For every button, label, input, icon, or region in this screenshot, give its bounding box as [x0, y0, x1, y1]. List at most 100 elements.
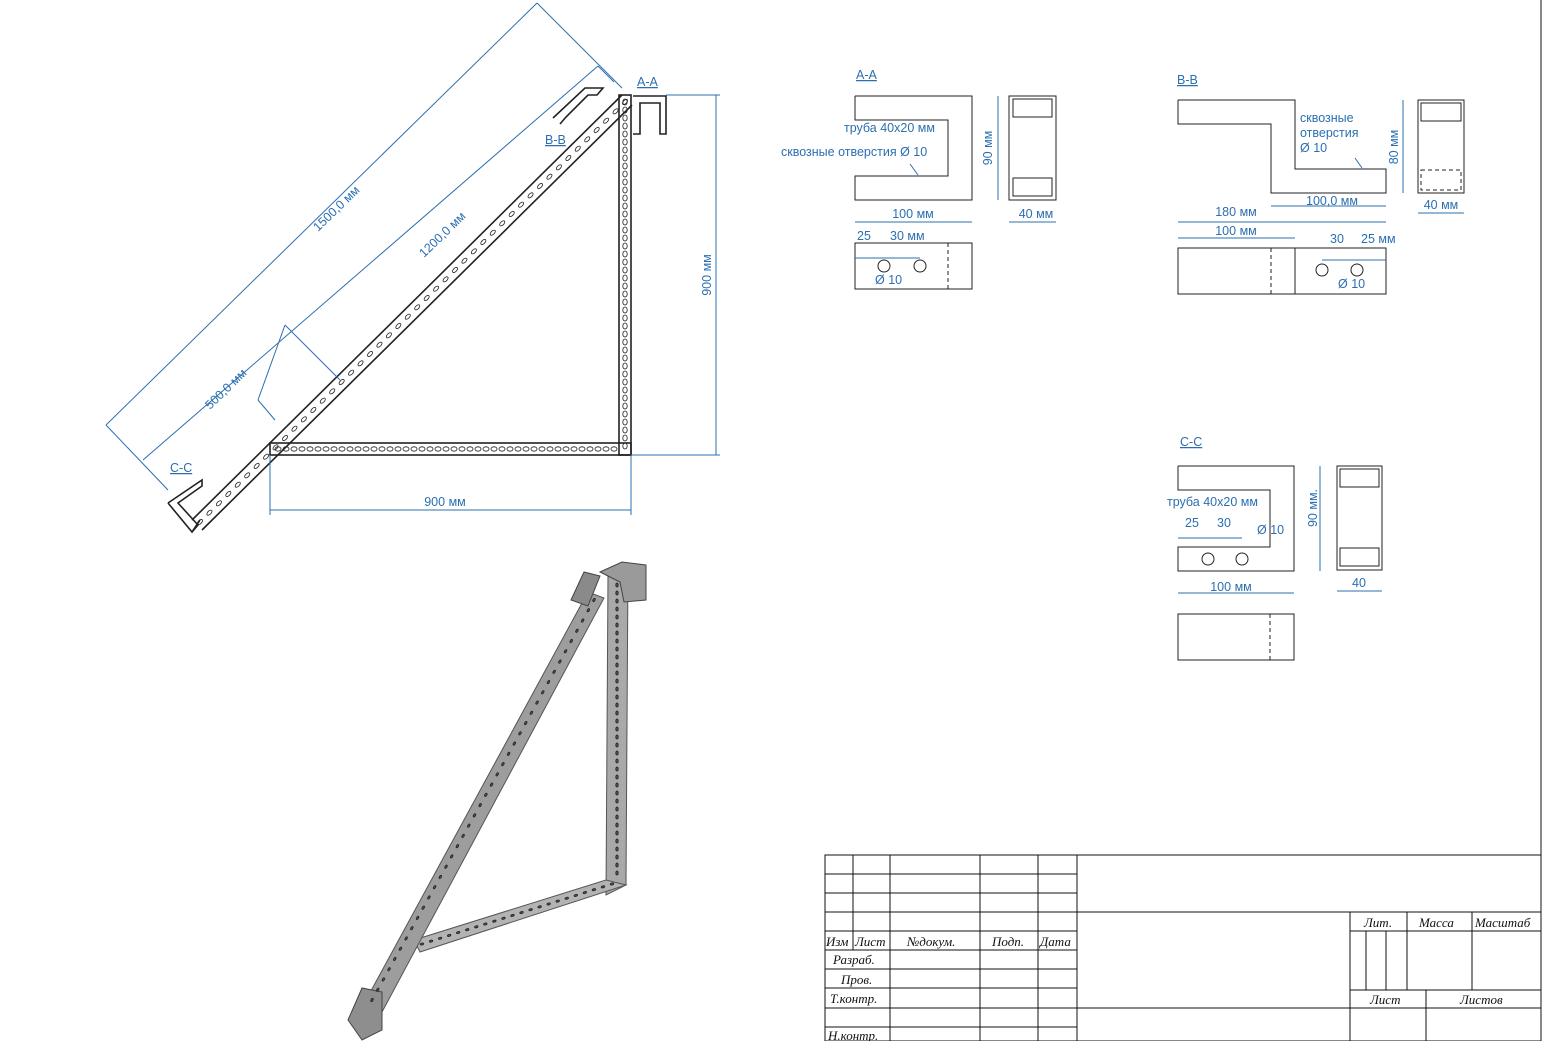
perforation-hole: [404, 936, 408, 941]
perforation-hole: [527, 192, 534, 199]
perforation-hole: [622, 426, 628, 434]
perforation-hole: [386, 446, 394, 452]
perforation-hole: [615, 806, 619, 812]
stamp-lit: Лит.: [1363, 915, 1392, 930]
perforation-hole: [446, 933, 452, 937]
perforation-hole: [474, 446, 482, 452]
perforation-hole: [622, 322, 628, 330]
perforation-hole: [322, 446, 330, 452]
perforation-hole: [442, 446, 450, 452]
perforation-hole: [622, 122, 628, 130]
label-bb: В-В: [545, 133, 566, 147]
bb-dim-100-top: 100,0 мм: [1306, 194, 1358, 208]
dim-line-500: [257, 324, 286, 401]
perforation-hole: [458, 446, 466, 452]
perforation-hole: [615, 790, 619, 796]
perforation-hole: [622, 106, 628, 114]
perforation-hole: [615, 814, 619, 820]
cc-dim-width: 100 мм: [1210, 580, 1252, 594]
perforation-hole: [584, 136, 591, 143]
dim-1500-label: 1500,0 мм: [310, 183, 362, 234]
perforation-hole: [419, 942, 425, 946]
perforation-hole: [510, 913, 515, 917]
perforation-hole: [418, 446, 426, 452]
perforation-hole: [456, 931, 461, 935]
perforation-hole: [433, 285, 440, 292]
bb-dim-hole: Ø 10: [1338, 277, 1365, 291]
perforation-hole: [522, 446, 530, 452]
perforation-hole: [537, 905, 542, 909]
aa-dim-height: 90 мм: [981, 131, 995, 166]
cc-dim-height: 90 мм.: [1306, 489, 1320, 527]
perforation-hole: [514, 446, 522, 452]
dim-line-1500: [105, 2, 538, 426]
perforation-hole: [622, 362, 628, 370]
iso-perforation: [370, 582, 619, 1003]
perforation-hole: [330, 446, 338, 452]
perforation-hole: [592, 597, 596, 603]
perforation-hole: [290, 446, 298, 452]
section-cc: С-С труба 40х20 мм 25 30 Ø 10 90 мм. 100…: [1167, 435, 1383, 661]
stamp-izm: Изм: [825, 934, 848, 949]
perforation-hole: [610, 446, 618, 452]
iso-bracket-bb: [570, 571, 601, 607]
perforation-hole: [490, 446, 498, 452]
stamp-signature: Подп.: [991, 934, 1024, 949]
perforation-hole: [594, 446, 602, 452]
bb-dim-100-bottom: 100 мм: [1215, 224, 1257, 238]
perforation-hole: [394, 446, 402, 452]
perforation-hole: [253, 463, 260, 469]
perforation-hole: [427, 895, 431, 900]
bb-dim-25: 25 мм: [1361, 232, 1396, 246]
perforation-hole: [615, 742, 619, 748]
perforation-hole: [538, 446, 546, 452]
perforation-hole: [615, 718, 619, 724]
perforation-hole: [404, 313, 411, 320]
aa-tube-end: [1008, 95, 1057, 201]
perforation-hole: [615, 638, 619, 644]
stamp-tech-control: Т.контр.: [830, 991, 877, 1006]
cc-profile: [1177, 465, 1295, 572]
aa-dim-25: 25: [857, 229, 871, 243]
perforation-hole: [622, 434, 628, 442]
perforation-hole: [552, 669, 556, 674]
perforation-hole: [546, 173, 553, 180]
perforation-hole: [329, 388, 336, 395]
perforation-hole: [615, 654, 619, 660]
perforation-hole: [474, 925, 479, 929]
perforation-hole: [530, 446, 538, 452]
dim-line-1200: [142, 65, 599, 461]
perforation-hole: [398, 946, 403, 951]
cc-bottom-view: [1177, 613, 1295, 661]
perforation-hole: [615, 766, 619, 772]
diagonal-perforation: [197, 99, 628, 525]
perforation-hole: [338, 446, 346, 452]
perforation-hole: [498, 446, 506, 452]
perforation-hole: [622, 162, 628, 170]
horizontal-perforation: [274, 446, 618, 452]
dim-500-label: 500,0 мм: [202, 366, 249, 412]
perforation-hole: [452, 267, 458, 273]
perforation-hole: [622, 146, 628, 154]
perforation-hole: [622, 370, 628, 378]
perforation-hole: [615, 854, 619, 860]
label-cc: С-С: [170, 461, 192, 475]
perforation-hole: [609, 882, 615, 886]
perforation-hole: [450, 854, 454, 859]
perforation-hole: [501, 762, 505, 767]
perforation-hole: [615, 646, 619, 652]
perforation-hole: [438, 874, 442, 879]
perforation-hole: [244, 472, 251, 479]
perforation-hole: [423, 295, 430, 301]
perforation-hole: [622, 274, 628, 282]
perforation-hole: [524, 721, 528, 726]
section-bb-title: В-В: [1177, 73, 1198, 87]
perforation-hole: [612, 108, 619, 115]
perforation-hole: [272, 444, 279, 451]
perforation-hole: [478, 803, 482, 808]
perforation-hole: [461, 257, 468, 264]
perforation-hole: [506, 751, 511, 756]
section-aa: А-А труба 40х20 мм сквозные отверстия Ø …: [781, 68, 1057, 290]
perforation-hole: [593, 127, 600, 133]
